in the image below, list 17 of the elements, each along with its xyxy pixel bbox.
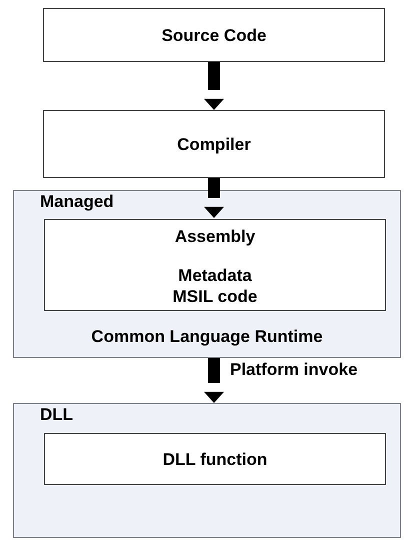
process-box	[44, 433, 386, 485]
arrow	[204, 178, 224, 218]
box-label: Metadata MSIL code	[172, 265, 258, 307]
process-box	[43, 110, 385, 178]
container-panel	[13, 403, 401, 538]
process-box	[44, 219, 386, 311]
container-panel	[13, 190, 401, 358]
box-label: DLL function	[162, 448, 268, 470]
box-label: Compiler	[177, 134, 251, 154]
panel-title: DLL	[40, 404, 74, 425]
box-label: Source Code	[162, 24, 266, 46]
arrow	[204, 358, 224, 403]
panel-title: Common Language Runtime	[90, 327, 324, 347]
box-label: Assembly	[174, 226, 256, 247]
process-box	[43, 8, 385, 62]
arrow	[204, 62, 224, 110]
panel-title: Managed	[40, 191, 114, 212]
